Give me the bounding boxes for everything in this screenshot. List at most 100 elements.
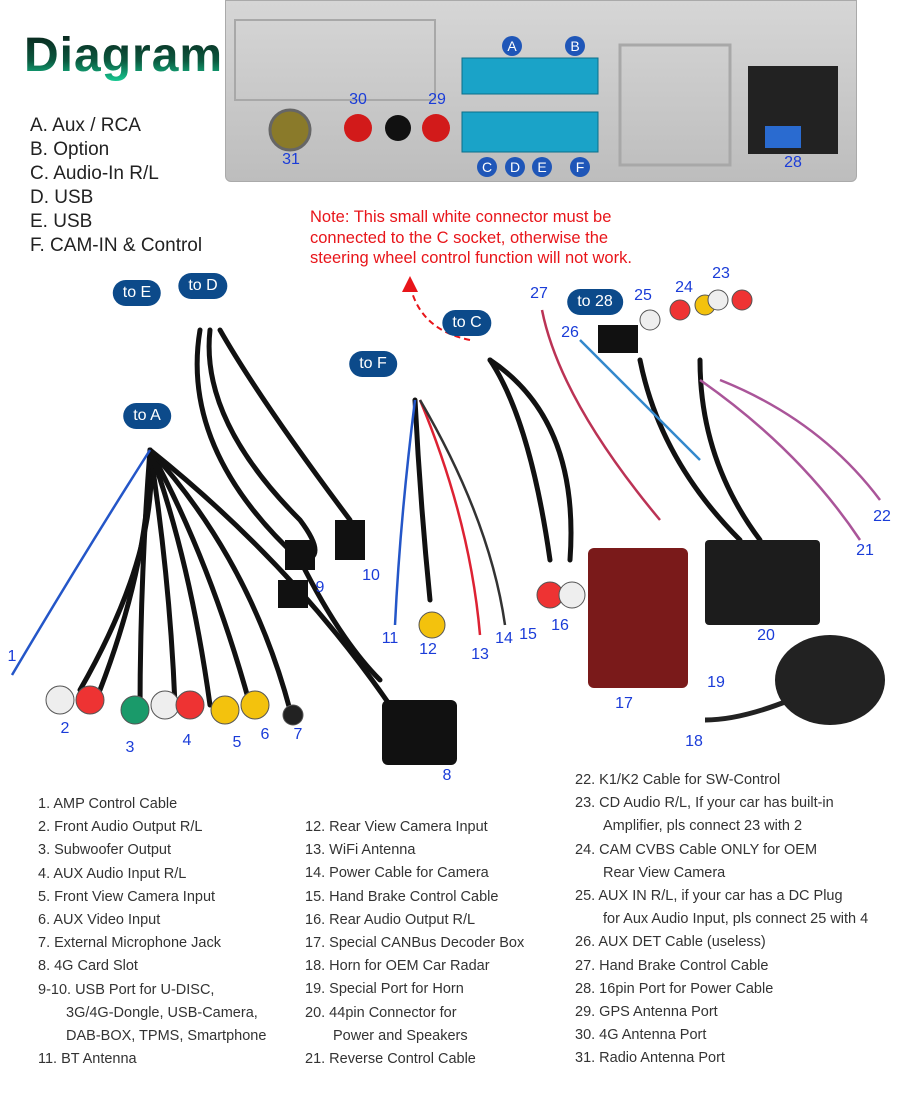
parts-list-item: 17. Special CANBus Decoder Box xyxy=(305,935,525,952)
parts-list-item: 24. CAM CVBS Cable ONLY for OEM xyxy=(575,841,818,858)
parts-list-item: 31. Radio Antenna Port xyxy=(575,1050,725,1067)
callout-number-16: 16 xyxy=(551,617,569,634)
legend-item-e: E. USB xyxy=(30,211,93,232)
callout-number-30: 30 xyxy=(349,91,367,108)
callout-number-24: 24 xyxy=(675,279,693,296)
parts-list-item: 30. 4G Antenna Port xyxy=(575,1027,707,1044)
parts-list-item: DAB-BOX, TPMS, Smartphone xyxy=(66,1028,267,1045)
callout-number-5: 5 xyxy=(232,734,242,751)
parts-list-item: 25. AUX IN R/L, if your car has a DC Plu… xyxy=(575,888,843,905)
bubble-to-c: to C xyxy=(442,310,492,336)
parts-list-item: 28. 16pin Port for Power Cable xyxy=(575,980,774,997)
note-line: steering wheel control function will not… xyxy=(310,249,632,267)
parts-list-item: 13. WiFi Antenna xyxy=(305,842,416,859)
parts-list-item: 5. Front View Camera Input xyxy=(38,888,216,905)
connector-letter-c: C xyxy=(477,157,497,177)
bubble-to-28: to 28 xyxy=(567,289,623,315)
callout-number-12: 12 xyxy=(419,641,437,658)
parts-list-item: 21. Reverse Control Cable xyxy=(305,1051,476,1068)
parts-list-item: 4. AUX Audio Input R/L xyxy=(38,865,187,882)
callout-number-9: 9 xyxy=(315,579,325,596)
callout-number-13: 13 xyxy=(471,646,489,663)
connector-letter-b: B xyxy=(565,36,585,56)
parts-list-item: 1. AMP Control Cable xyxy=(38,796,178,812)
bubble-to-d: to D xyxy=(178,273,228,299)
parts-list-item: 11. BT Antenna xyxy=(38,1051,137,1068)
callout-number-17: 17 xyxy=(615,695,633,712)
callout-number-29: 29 xyxy=(428,91,446,108)
callout-number-14: 14 xyxy=(495,630,513,647)
parts-list-item: 6. AUX Video Input xyxy=(38,912,161,929)
callout-number-7: 7 xyxy=(293,726,303,743)
callout-number-26: 26 xyxy=(561,324,579,341)
callout-number-15: 15 xyxy=(519,626,537,643)
rca-plugs xyxy=(45,289,753,726)
parts-list-column-2: 12. Rear View Camera Input 13. WiFi Anten… xyxy=(305,816,524,1071)
callout-number-4: 4 xyxy=(182,732,192,749)
bubble-to-a: to A xyxy=(123,403,171,429)
parts-list-item: 7. External Microphone Jack xyxy=(38,935,221,952)
callout-number-6: 6 xyxy=(260,726,270,743)
parts-list-item: 18. Horn for OEM Car Radar xyxy=(305,958,490,975)
legend-item-f: F. CAM-IN & Control xyxy=(30,235,203,256)
horn xyxy=(775,635,885,725)
connector-letter-a: A xyxy=(502,36,522,56)
callout-number-19: 19 xyxy=(707,674,725,691)
4g-card-slot xyxy=(382,700,457,765)
callout-number-2: 2 xyxy=(60,720,70,737)
connector-legend: A. Aux / RCA B. Option C. Audio-In R/L D… xyxy=(30,114,202,258)
callout-number-28: 28 xyxy=(784,154,802,171)
legend-item-d: D. USB xyxy=(30,187,94,208)
parts-list-item: 29. GPS Antenna Port xyxy=(575,1004,718,1021)
callout-number-10: 10 xyxy=(362,567,380,584)
bubble-to-e: to E xyxy=(112,280,162,306)
legend-item-b: B. Option xyxy=(30,139,110,160)
callout-number-21: 21 xyxy=(856,542,874,559)
parts-list-item: 14. Power Cable for Camera xyxy=(305,865,489,882)
callout-number-8: 8 xyxy=(442,767,452,784)
canbus-decoder-box xyxy=(588,548,688,688)
legend-item-a: A. Aux / RCA xyxy=(30,115,141,136)
callout-number-25: 25 xyxy=(634,287,652,304)
parts-list-item: 16. Rear Audio Output R/L xyxy=(305,911,476,928)
callout-number-1: 1 xyxy=(7,648,17,665)
parts-list-item: 15. Hand Brake Control Cable xyxy=(305,888,499,905)
callout-number-3: 3 xyxy=(125,739,135,756)
parts-list-item: for Aux Audio Input, pls connect 25 with… xyxy=(603,911,869,928)
callout-number-18: 18 xyxy=(685,733,703,750)
parts-list-item: 3G/4G-Dongle, USB-Camera, xyxy=(66,1004,258,1021)
callout-number-23: 23 xyxy=(712,265,730,282)
parts-list-item: Amplifier, pls connect 23 with 2 xyxy=(603,818,803,835)
parts-list-item: 20. 44pin Connector for xyxy=(305,1004,457,1021)
parts-list-item: 22. K1/K2 Cable for SW-Control xyxy=(575,772,781,788)
callout-number-22: 22 xyxy=(873,508,891,525)
parts-list-item: 8. 4G Card Slot xyxy=(38,958,138,975)
44pin-connector xyxy=(705,540,820,625)
parts-list-item: 3. Subwoofer Output xyxy=(38,842,171,859)
parts-list-item: 19. Special Port for Horn xyxy=(305,981,464,998)
parts-list-item: 9-10. USB Port for U-DISC, xyxy=(38,981,215,998)
parts-list-item: 2. Front Audio Output R/L xyxy=(38,819,203,836)
connector-letter-e: E xyxy=(532,157,552,177)
parts-list-item: 12. Rear View Camera Input xyxy=(305,819,488,835)
parts-list-item: 27. Hand Brake Control Cable xyxy=(575,957,769,974)
note-line: connected to the C socket, otherwise the xyxy=(310,228,609,247)
callout-number-31: 31 xyxy=(282,151,300,168)
parts-list-item: Power and Speakers xyxy=(333,1027,468,1044)
connector-letter-d: D xyxy=(505,157,525,177)
note-line: Note: This small white connector must be xyxy=(310,208,612,226)
callout-number-11: 11 xyxy=(381,630,399,647)
parts-list-item: Rear View Camera xyxy=(603,864,726,881)
parts-list-column-1: 1. AMP Control Cable 2. Front Audio Outpu… xyxy=(38,793,266,1071)
parts-list-item: 26. AUX DET Cable (useless) xyxy=(575,934,766,951)
parts-list-column-3: 22. K1/K2 Cable for SW-Control 23. CD Aud… xyxy=(575,769,868,1071)
bubble-to-f: to F xyxy=(349,351,397,377)
callout-number-27: 27 xyxy=(530,285,548,302)
legend-item-c: C. Audio-In R/L xyxy=(30,163,159,184)
parts-list-item: 23. CD Audio R/L, If your car has built-… xyxy=(575,795,834,812)
warning-note: Note: This small white connector must be… xyxy=(310,207,632,269)
page-title: Diagram xyxy=(24,29,224,82)
connector-letter-f: F xyxy=(570,157,590,177)
head-unit-details xyxy=(234,19,838,167)
